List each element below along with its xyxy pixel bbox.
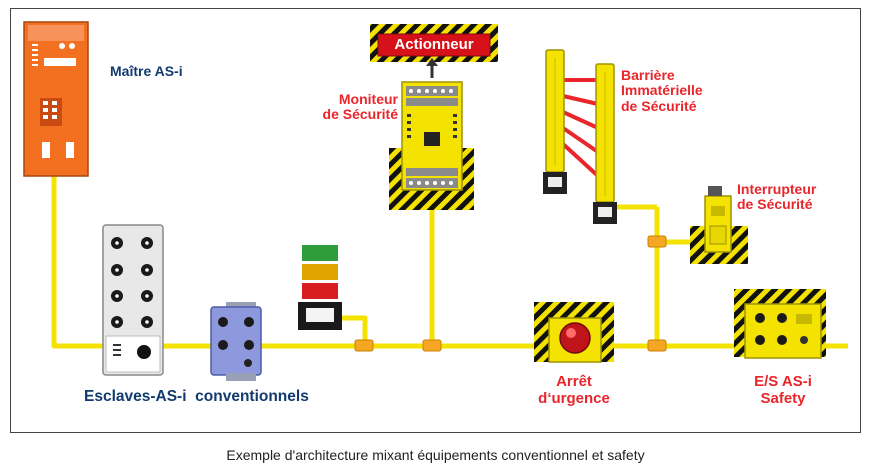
figure-caption: Exemple d'architecture mixant équipement…	[226, 447, 645, 463]
label-safety-monitor-line1: Moniteur	[338, 91, 398, 107]
label-actuator: Actionneur	[394, 36, 474, 53]
label-safety-io-line2: Safety	[760, 389, 806, 407]
label-light-curtain-line2: Immatérielle	[621, 82, 703, 99]
label-emergency-stop-line1: Arrêt	[556, 373, 592, 390]
label-emergency-stop: Arrêt d‘urgence	[518, 373, 630, 407]
safety-light-curtain	[543, 49, 617, 224]
signal-tower-light	[298, 245, 342, 330]
actuator-block	[370, 24, 498, 78]
safety-monitor-device	[389, 81, 474, 210]
label-master: Maître AS-i	[110, 63, 183, 79]
label-safety-io-line1: E/S AS-i	[754, 373, 812, 390]
label-safety-io: E/S AS-i Safety	[728, 373, 838, 407]
bus-connectors	[354, 235, 667, 352]
label-emergency-stop-line2: d‘urgence	[538, 389, 610, 407]
safety-interlock-switch	[690, 186, 748, 264]
label-safety-monitor-line2: de Sécurité	[322, 106, 398, 123]
label-safety-switch-line2: de Sécurité	[737, 196, 813, 213]
conventional-slave-blue-module	[210, 302, 262, 381]
emergency-stop-button	[534, 302, 614, 363]
label-safety-switch-line1: Interrupteur	[737, 181, 817, 197]
label-light-curtain-line1: Barrière	[621, 67, 675, 83]
as-i-master-device	[23, 21, 89, 177]
label-safety-monitor: Moniteur de Sécurité	[290, 91, 398, 123]
label-light-curtain-line3: de Sécurité	[621, 97, 697, 114]
as-i-safety-io-module	[734, 289, 826, 359]
label-safety-switch: Interrupteur de Sécurité	[737, 181, 817, 213]
label-light-curtain: Barrière Immatérielle de Sécurité	[621, 67, 703, 114]
label-conventional-slaves: Esclaves-AS-i conventionnels	[84, 388, 309, 405]
conventional-slave-module	[102, 224, 164, 376]
